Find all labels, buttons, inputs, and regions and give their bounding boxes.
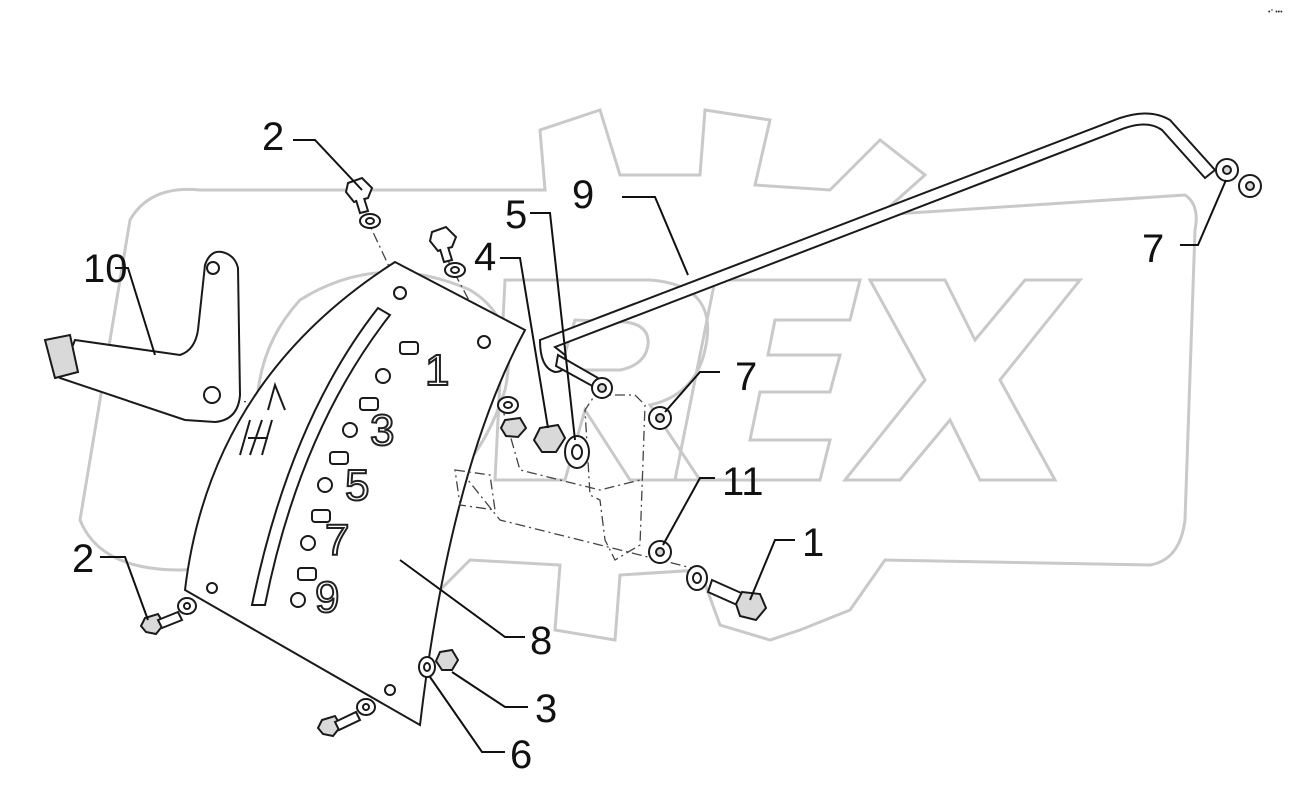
fasteners — [139, 158, 1262, 738]
bracket-hole — [206, 261, 220, 275]
leader-lines — [100, 139, 1227, 753]
stencil-number: 7 — [325, 516, 349, 565]
mount-bracket — [584, 394, 646, 561]
bushing — [648, 406, 672, 430]
bolt — [344, 176, 374, 215]
watermark-letter-x — [841, 278, 1084, 482]
plate-hole — [393, 286, 407, 300]
bushing — [1238, 174, 1262, 198]
bushing-11 — [648, 540, 672, 564]
shift-rod-body — [538, 112, 1217, 374]
gear-plate: 1 3 5 7 9 — [183, 260, 527, 727]
nut-3 — [434, 648, 460, 671]
stencil-number: 1 — [425, 346, 449, 395]
lever-bracket-body — [58, 250, 242, 424]
callout-4: 4 — [474, 235, 496, 279]
gear-plate-slot — [250, 306, 392, 606]
shift-rod — [538, 112, 1217, 390]
bushing — [1215, 158, 1239, 182]
plate-hole — [384, 684, 396, 696]
lever-bracket — [43, 250, 242, 424]
nut-4 — [532, 423, 567, 453]
plate-hole — [206, 582, 218, 594]
nut — [499, 416, 528, 439]
stencil-number: 5 — [345, 461, 369, 510]
gear-plate-body — [183, 260, 527, 727]
plate-hole — [477, 335, 491, 349]
corner-mark: •° ••• — [1268, 8, 1283, 16]
callout-10: 9 — [572, 173, 594, 217]
reverse-marking — [239, 381, 286, 456]
callouts: 2 10 4 5 9 7 7 11 1 2 8 3 6 — [72, 115, 1164, 777]
callout-2-top: 2 — [262, 115, 284, 159]
callout-2-lower: 2 — [72, 537, 94, 581]
callout-11: 11 — [722, 460, 764, 504]
bolt — [316, 710, 362, 738]
mount-clip — [454, 469, 496, 511]
callout-6: 6 — [510, 733, 532, 777]
callout-5: 5 — [505, 193, 527, 237]
callout-8: 8 — [530, 619, 552, 663]
callout-7-mid: 7 — [735, 355, 757, 399]
stencil-number: 9 — [315, 573, 339, 622]
callout-9: 10 — [83, 247, 128, 291]
callout-7-right: 7 — [1142, 227, 1164, 271]
stencil-number: 3 — [370, 406, 394, 455]
callout-1: 1 — [802, 521, 824, 565]
plate-dots — [290, 341, 419, 608]
watermark-letter-e — [673, 278, 862, 482]
bolt-1 — [706, 578, 768, 622]
bolt — [428, 225, 458, 264]
bracket-hole — [203, 386, 221, 404]
bushing — [591, 377, 613, 399]
watermark-gear-outline — [78, 108, 1198, 642]
lever-bracket-tip — [43, 333, 80, 380]
callout-3: 3 — [535, 687, 557, 731]
